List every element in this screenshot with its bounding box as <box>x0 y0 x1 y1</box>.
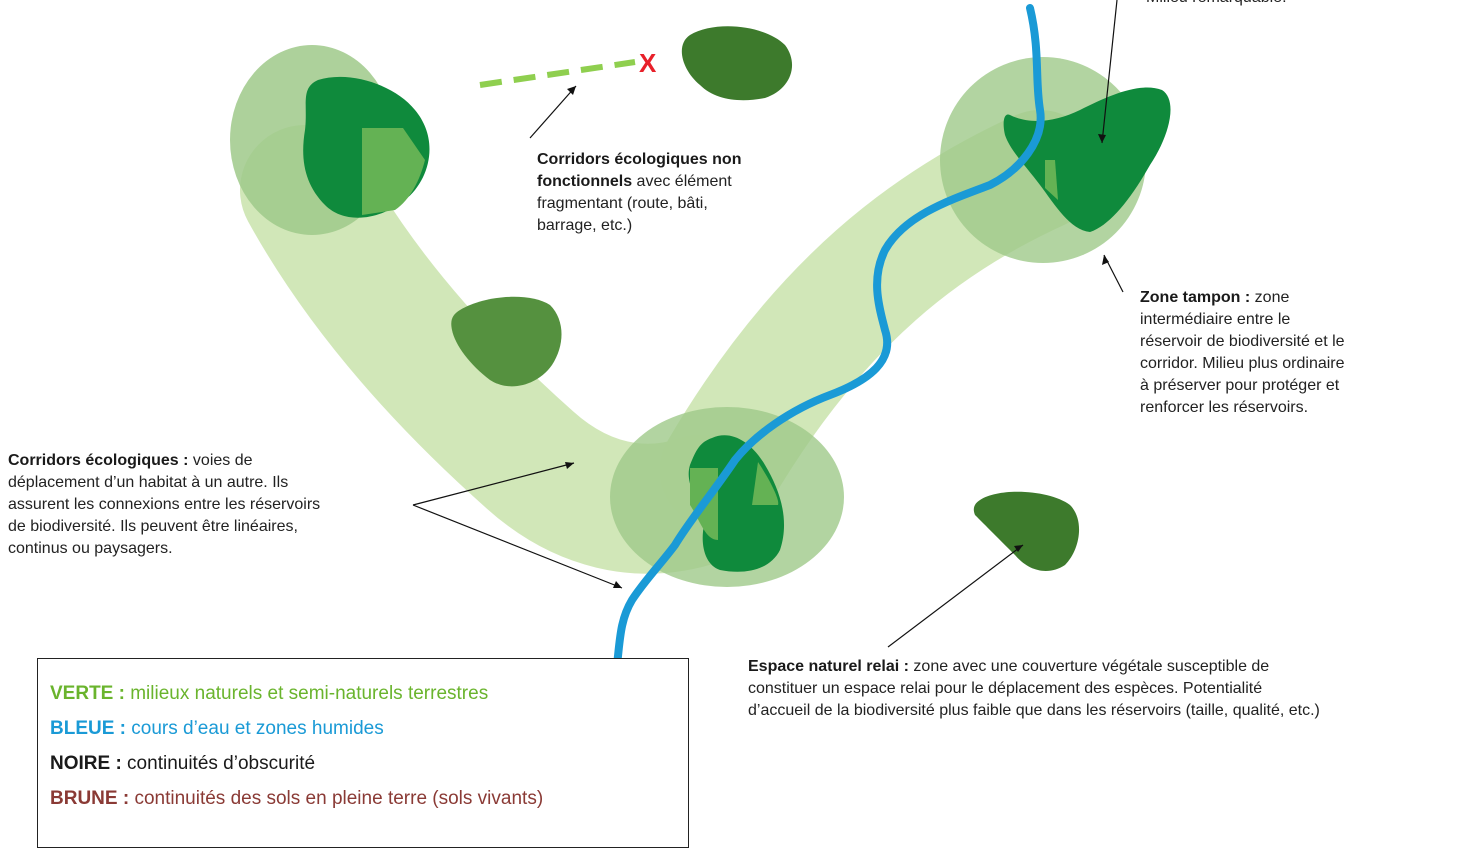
annotation-text: intermédiaire entre le <box>1140 311 1291 328</box>
annotation-title: Corridors écologiques : <box>8 452 189 469</box>
legend-box: VERTE : milieux naturels et semi-naturel… <box>37 658 689 848</box>
annotation-text: fragmentant (route, bâti, <box>537 195 708 212</box>
annotation-text: zone <box>1250 289 1290 306</box>
arrow-espace-relai <box>887 544 1024 648</box>
legend-label: BLEUE : <box>50 718 126 739</box>
fragmentation-x-mark: X <box>639 48 657 78</box>
annotation-text: barrage, etc.) <box>537 217 633 234</box>
legend-text: continuités des sols en pleine terre (so… <box>129 788 544 809</box>
annotation-espace-naturel-relai: Espace naturel relai : zone avec une cou… <box>748 656 1320 722</box>
annotation-corridors-ecologiques: Corridors écologiques : voies de déplace… <box>8 450 320 560</box>
relay-space-middle <box>451 296 562 387</box>
annotation-title: Espace naturel relai : <box>748 658 909 675</box>
river <box>613 4 1045 669</box>
reservoir-bottom-light <box>752 462 779 505</box>
annotation-text: de biodiversité. Ils peuvent être linéai… <box>8 518 298 535</box>
legend-label: BRUNE : <box>50 788 130 809</box>
legend-item-noire: NOIRE : continuités d’obscurité <box>50 752 315 776</box>
annotation-text: avec élément <box>632 173 732 190</box>
annotation-text: à préserver pour protéger et <box>1140 377 1340 394</box>
annotation-text: zone avec une couverture végétale suscep… <box>908 658 1270 675</box>
annotation-text: constituer un espace relai pour le dépla… <box>748 680 1263 697</box>
broken-corridor <box>479 59 636 88</box>
annotation-text: corridor. Milieu plus ordinaire <box>1140 355 1345 372</box>
legend-label: VERTE : <box>50 683 125 704</box>
annotation-text: assurent les connexions entre les réserv… <box>8 496 321 513</box>
annotation-title: Corridors écologiques non <box>537 151 742 168</box>
legend-text: continuités d’obscurité <box>121 753 316 774</box>
arrow-corridor-lower <box>412 504 623 589</box>
legend-item-bleue: BLEUE : cours d’eau et zones humides <box>50 717 384 741</box>
legend-item-brune: BRUNE : continuités des sols en pleine t… <box>50 787 543 811</box>
relay-space-top <box>681 26 793 101</box>
legend-text: cours d’eau et zones humides <box>126 718 384 739</box>
legend-text: milieux naturels et semi-naturels terres… <box>124 683 489 704</box>
annotation-title: Zone tampon : <box>1140 289 1251 306</box>
annotation-text: réservoir de biodiversité et le <box>1140 333 1345 350</box>
annotation-text: renforcer les réservoirs. <box>1140 399 1309 416</box>
legend-item-verte: VERTE : milieux naturels et semi-naturel… <box>50 682 488 706</box>
annotation-text: d’accueil de la biodiversité plus faible… <box>748 702 1320 719</box>
annotation-corridors-non-fonctionnels: Corridors écologiques non fonctionnels a… <box>537 149 741 237</box>
legend-label: NOIRE : <box>50 753 122 774</box>
annotation-text: déplacement d’un habitat à un autre. Ils <box>8 474 289 491</box>
arrow-corridor-upper <box>412 462 575 506</box>
annotation-milieu-remarquable: Milieu remarquable. <box>1146 0 1287 9</box>
annotation-title-2: fonctionnels <box>537 173 633 190</box>
arrow-broken-corridor <box>529 85 577 139</box>
green-blue-network-diagram <box>230 0 1171 669</box>
reservoir-right <box>1003 87 1171 233</box>
reservoir-left-light <box>362 128 425 215</box>
annotation-text: voies de <box>188 452 253 469</box>
annotation-zone-tampon: Zone tampon : zone intermédiaire entre l… <box>1140 287 1345 419</box>
arrow-milieu <box>1101 0 1118 144</box>
reservoir-right-light <box>1045 160 1058 200</box>
relay-space-bottom-right <box>973 491 1080 571</box>
annotation-text: continus ou paysagers. <box>8 540 173 557</box>
